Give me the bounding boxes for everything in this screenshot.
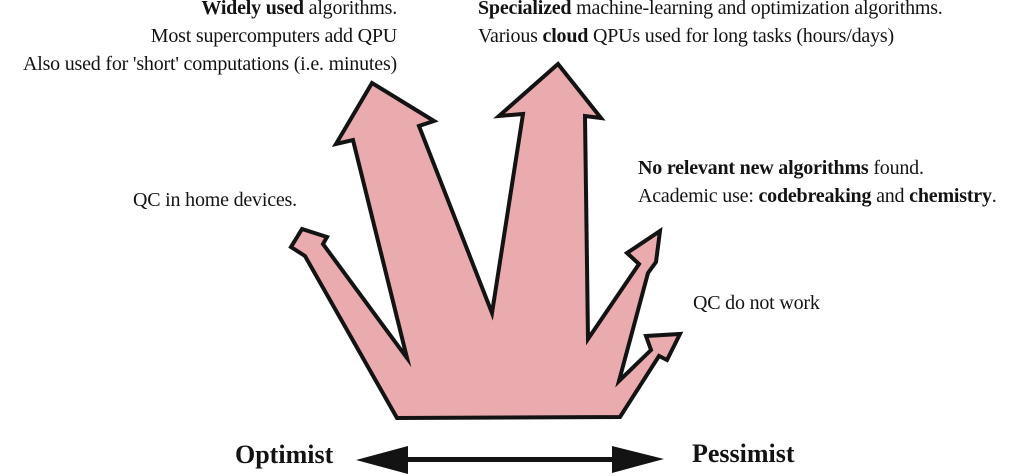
annotation-specialized: Specialized machine-learning and optimiz…: [478, 0, 943, 50]
multi-arrow-hand-shape: [288, 61, 684, 421]
annotation-qc-do-not-work: QC do not work: [693, 289, 820, 317]
annotation-line: Widely used algorithms.: [201, 0, 397, 19]
annotation-no-new-algorithms: No relevant new algorithms found. Academ…: [638, 154, 997, 210]
annotation-line: QC do not work: [693, 292, 820, 314]
annotation-line: Also used for 'short' computations (i.e.…: [22, 53, 397, 75]
annotation-line: Most supercomputers add QPU: [150, 25, 397, 47]
axis-label-optimist: Optimist: [235, 440, 334, 469]
annotation-line: Specialized machine-learning and optimiz…: [478, 0, 943, 19]
annotation-home-devices: QC in home devices.: [133, 186, 297, 214]
annotation-widely-used: Widely used algorithms. Most supercomput…: [23, 0, 397, 78]
annotation-line: Various cloud QPUs used for long tasks (…: [478, 25, 894, 47]
annotation-line: Academic use: codebreaking and chemistry…: [638, 185, 997, 207]
annotation-line: QC in home devices.: [133, 189, 297, 211]
annotation-line: No relevant new algorithms found.: [638, 157, 924, 179]
optimist-pessimist-axis-arrow: [356, 446, 664, 474]
axis-label-pessimist: Pessimist: [692, 439, 795, 468]
